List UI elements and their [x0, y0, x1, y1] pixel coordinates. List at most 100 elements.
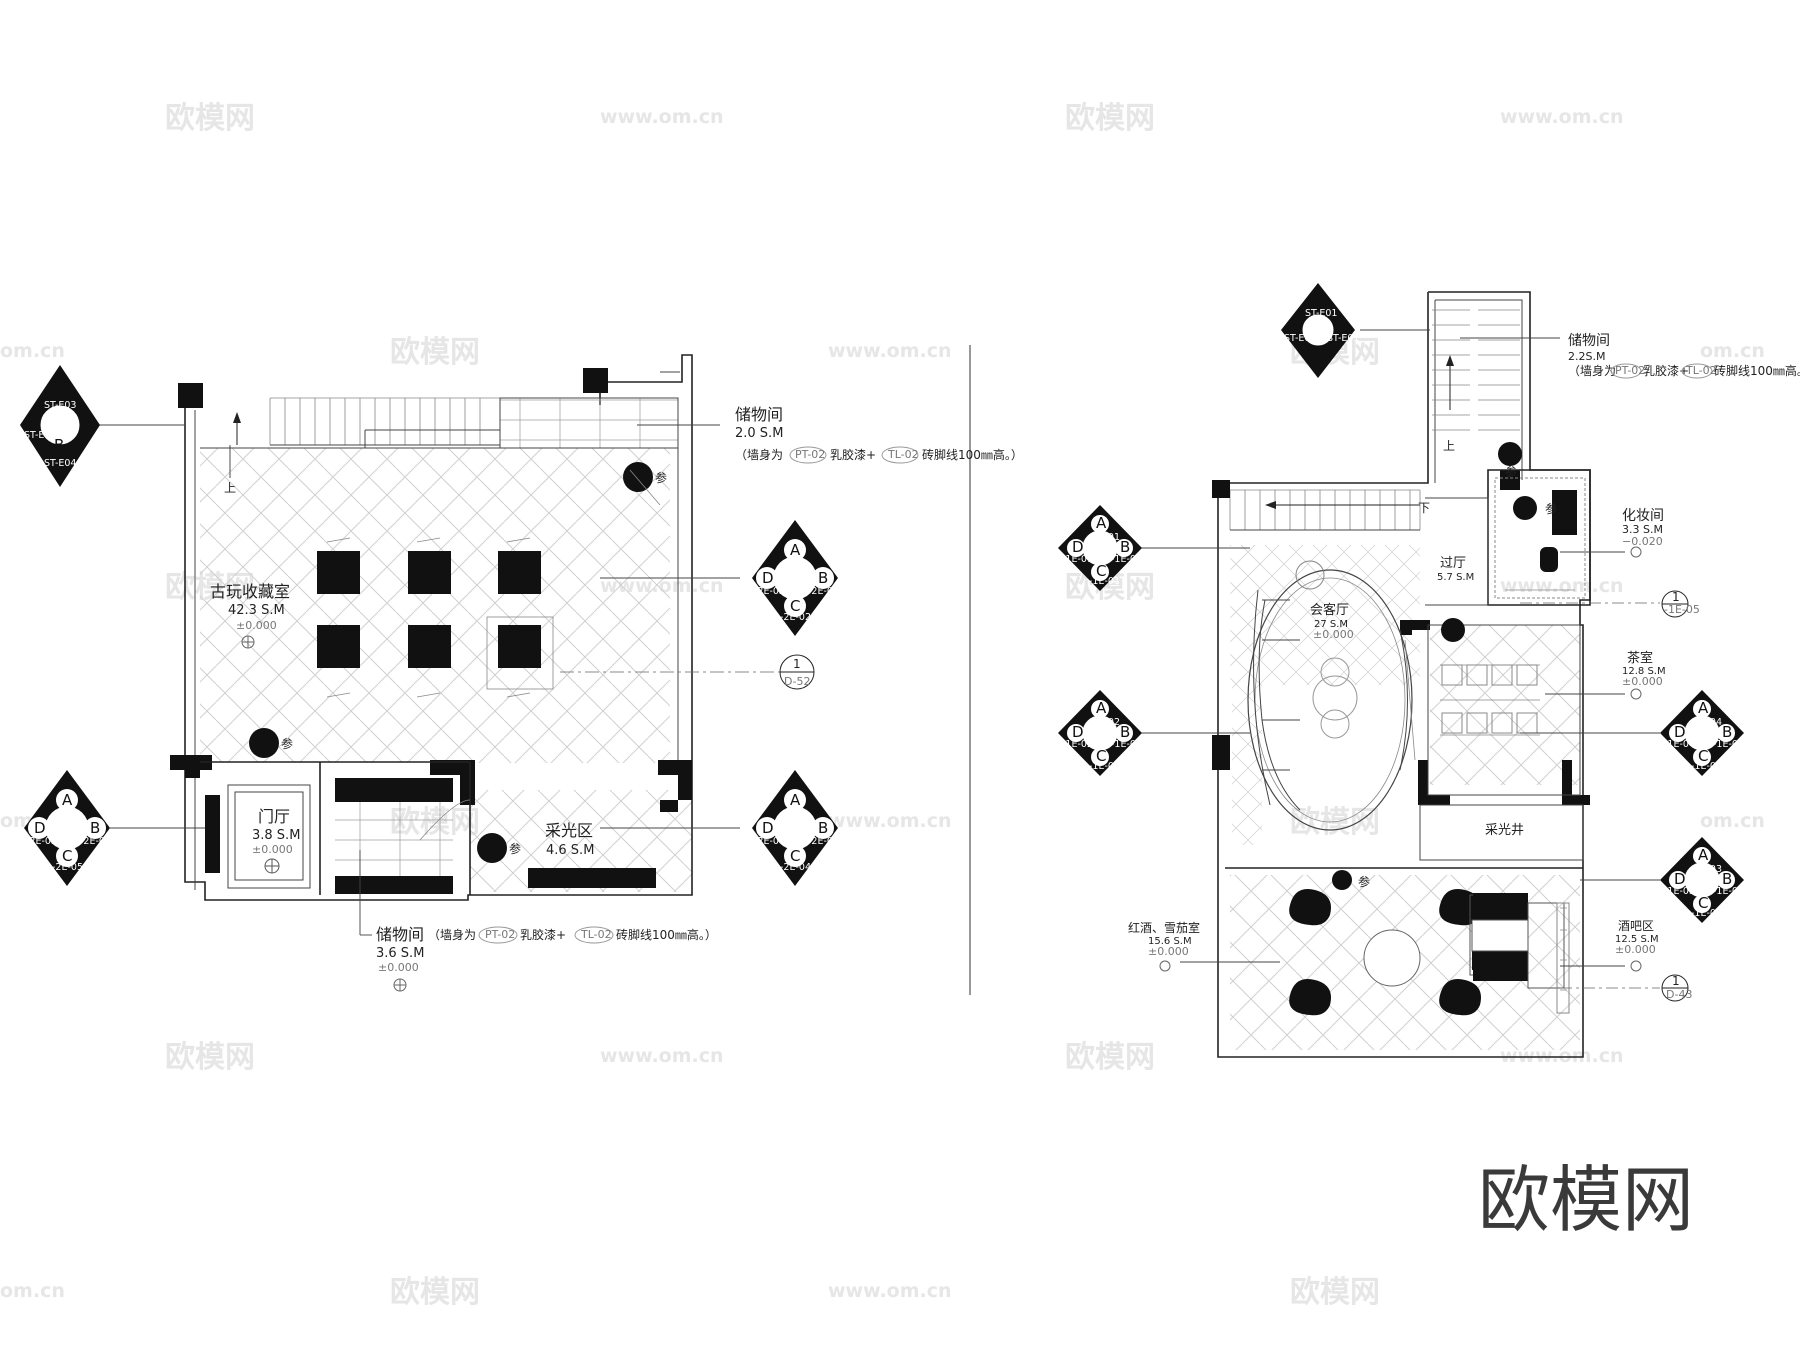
- display-pedestals: [317, 537, 554, 698]
- storage-top-note-mid: 乳胶漆+: [830, 447, 876, 462]
- wine-room-level: ±0.000: [1148, 945, 1189, 958]
- svg-text:-2E-01: -2E-01: [808, 586, 839, 597]
- left-plan: 上: [20, 354, 1023, 992]
- section-mark-a: 1 -1E-05: [1661, 590, 1700, 618]
- svg-text:ST-E01: ST-E01: [1327, 333, 1359, 344]
- watermark-brand: 欧模网: [1290, 805, 1380, 840]
- svg-text:C: C: [28, 408, 38, 426]
- storage-bottom-note-prefix: （墙身为: [428, 927, 476, 942]
- elevation-tag-2e03: A B C D -2E-03 -2E-03 -2E-04 -2E-04: [600, 770, 839, 886]
- ref-mark: 参: [1358, 874, 1370, 889]
- svg-text:-1E-03: -1E-03: [1664, 886, 1695, 897]
- wine-room-name: 红酒、雪茄室: [1128, 920, 1200, 935]
- storage-top-name: 储物间: [735, 405, 783, 424]
- left-outer-wall: [184, 354, 693, 901]
- watermark-brand: 欧模网: [390, 1275, 480, 1310]
- svg-text:B: B: [1120, 723, 1130, 741]
- svg-text:B: B: [90, 819, 100, 837]
- svg-text:-1E-01: -1E-01: [1062, 554, 1093, 565]
- right-plan: 上 下: [1058, 283, 1800, 1058]
- svg-text:A: A: [1698, 699, 1709, 717]
- svg-text:B: B: [1722, 870, 1732, 888]
- ref-mark: 参: [281, 736, 293, 751]
- svg-text:-1E-02: -1E-02: [1111, 739, 1142, 750]
- svg-text:B: B: [1722, 723, 1732, 741]
- right-storage-pt: PT-02: [1615, 364, 1645, 377]
- ref-mark: 参: [1505, 464, 1517, 479]
- svg-text:D: D: [762, 569, 774, 587]
- elevation-tag-2e01: A B C D -2E-01 -2E-01 -2E-02 -2E-02: [600, 520, 839, 636]
- svg-text:A: A: [1313, 289, 1324, 307]
- svg-text:ST-E01: ST-E01: [1305, 308, 1337, 319]
- reception-name: 会客厅: [1310, 602, 1349, 618]
- storage-bottom-note-suffix: 砖脚线100㎜高。）: [616, 927, 717, 942]
- svg-text:D: D: [34, 819, 46, 837]
- ref-mark: 参: [509, 841, 521, 856]
- svg-text:A: A: [790, 791, 801, 809]
- watermark-site: www.om.cn: [600, 106, 724, 128]
- right-storage-note-mid: 乳胶漆+: [1643, 363, 1689, 378]
- foyer-name: 门厅: [258, 807, 290, 826]
- watermark-brand: 欧模网: [1290, 1275, 1380, 1310]
- watermark-brand: 欧模网: [1065, 1040, 1155, 1075]
- storage-top-note-suffix: 砖脚线100㎜高。）: [922, 447, 1023, 462]
- tea-room-floor: [1430, 625, 1580, 785]
- svg-text:-1E-03: -1E-03: [1691, 908, 1722, 919]
- storage-bottom-pt: PT-02: [485, 928, 515, 941]
- svg-text:-2E-04: -2E-04: [780, 862, 811, 873]
- svg-text:-1E-04: -1E-04: [1691, 717, 1722, 728]
- svg-text:-2E-05: -2E-05: [80, 836, 111, 847]
- antique-room-level: ±0.000: [236, 619, 277, 632]
- svg-text:-1E-02: -1E-02: [1089, 761, 1120, 772]
- storage-top-note-prefix: （墙身为: [735, 447, 783, 462]
- svg-text:A: A: [790, 541, 801, 559]
- light-area-name: 采光区: [545, 821, 593, 840]
- svg-text:-2E-03: -2E-03: [808, 836, 839, 847]
- reception-furniture: [1247, 560, 1413, 831]
- svg-text:-2E-03: -2E-03: [780, 811, 811, 822]
- tea-room-area: 12.8 S.M: [1622, 666, 1666, 677]
- watermark-site: www.om.cn: [828, 1280, 952, 1302]
- svg-text:ST-E02: ST-E02: [1284, 333, 1316, 344]
- svg-text:-2E-01: -2E-01: [780, 561, 811, 572]
- storage-top-area: 2.0 S.M: [735, 426, 783, 441]
- ref-mark: 参: [1545, 501, 1557, 516]
- foyer-level: ±0.000: [252, 843, 293, 856]
- svg-text:C: C: [1698, 894, 1708, 912]
- watermark-site: www.om.cn: [828, 340, 952, 362]
- svg-text:C: C: [1698, 747, 1708, 765]
- svg-text:D: D: [1674, 723, 1686, 741]
- column: [583, 368, 608, 393]
- hall-name: 过厅: [1440, 556, 1466, 571]
- ref-mark: 参: [655, 470, 667, 485]
- elevation-tag-st-right: A C B ST-E01 ST-E02 ST-E01: [1281, 283, 1430, 378]
- elevation-tag-1e02: A B C D -1E-02 -1E-02 -1E-02 -1E-02: [1058, 690, 1250, 776]
- svg-text:-1E-03: -1E-03: [1691, 864, 1722, 875]
- svg-text:-2E-05: -2E-05: [52, 862, 83, 873]
- right-storage-tl: TL-02: [1685, 364, 1717, 377]
- tea-room-level: ±0.000: [1622, 675, 1663, 688]
- hall-area: 5.7 S.M: [1437, 572, 1474, 583]
- storage-bottom-level: ±0.000: [378, 961, 419, 974]
- watermark-site: www.om.cn: [1500, 106, 1624, 128]
- section-number: 1: [793, 657, 801, 671]
- lightwell-name: 采光井: [1485, 823, 1524, 838]
- storage-bottom-tiles: [335, 802, 453, 876]
- stair-up-label: 上: [224, 481, 236, 495]
- svg-text:-2E-02: -2E-02: [780, 612, 811, 623]
- storage-bottom-tl: TL-02: [580, 928, 612, 941]
- column: [170, 755, 212, 778]
- svg-text:-1E-02: -1E-02: [1089, 717, 1120, 728]
- storage-top-tl: TL-02: [887, 448, 919, 461]
- svg-text:C: C: [62, 847, 72, 865]
- svg-text:A: A: [1698, 846, 1709, 864]
- elevation-tag-st: A C B ST-E03 ST-E04 ST-E04: [20, 365, 185, 487]
- watermark-site: om.cn: [0, 1280, 65, 1302]
- svg-text:B: B: [818, 819, 828, 837]
- svg-text:-1E-03: -1E-03: [1713, 886, 1744, 897]
- right-storage-area: 2.2S.M: [1568, 350, 1605, 363]
- foyer-area: 3.8 S.M: [252, 828, 300, 843]
- light-area-area: 4.6 S.M: [546, 843, 594, 858]
- watermark-site: www.om.cn: [1500, 575, 1624, 597]
- svg-text:-2E-04: -2E-04: [754, 836, 785, 847]
